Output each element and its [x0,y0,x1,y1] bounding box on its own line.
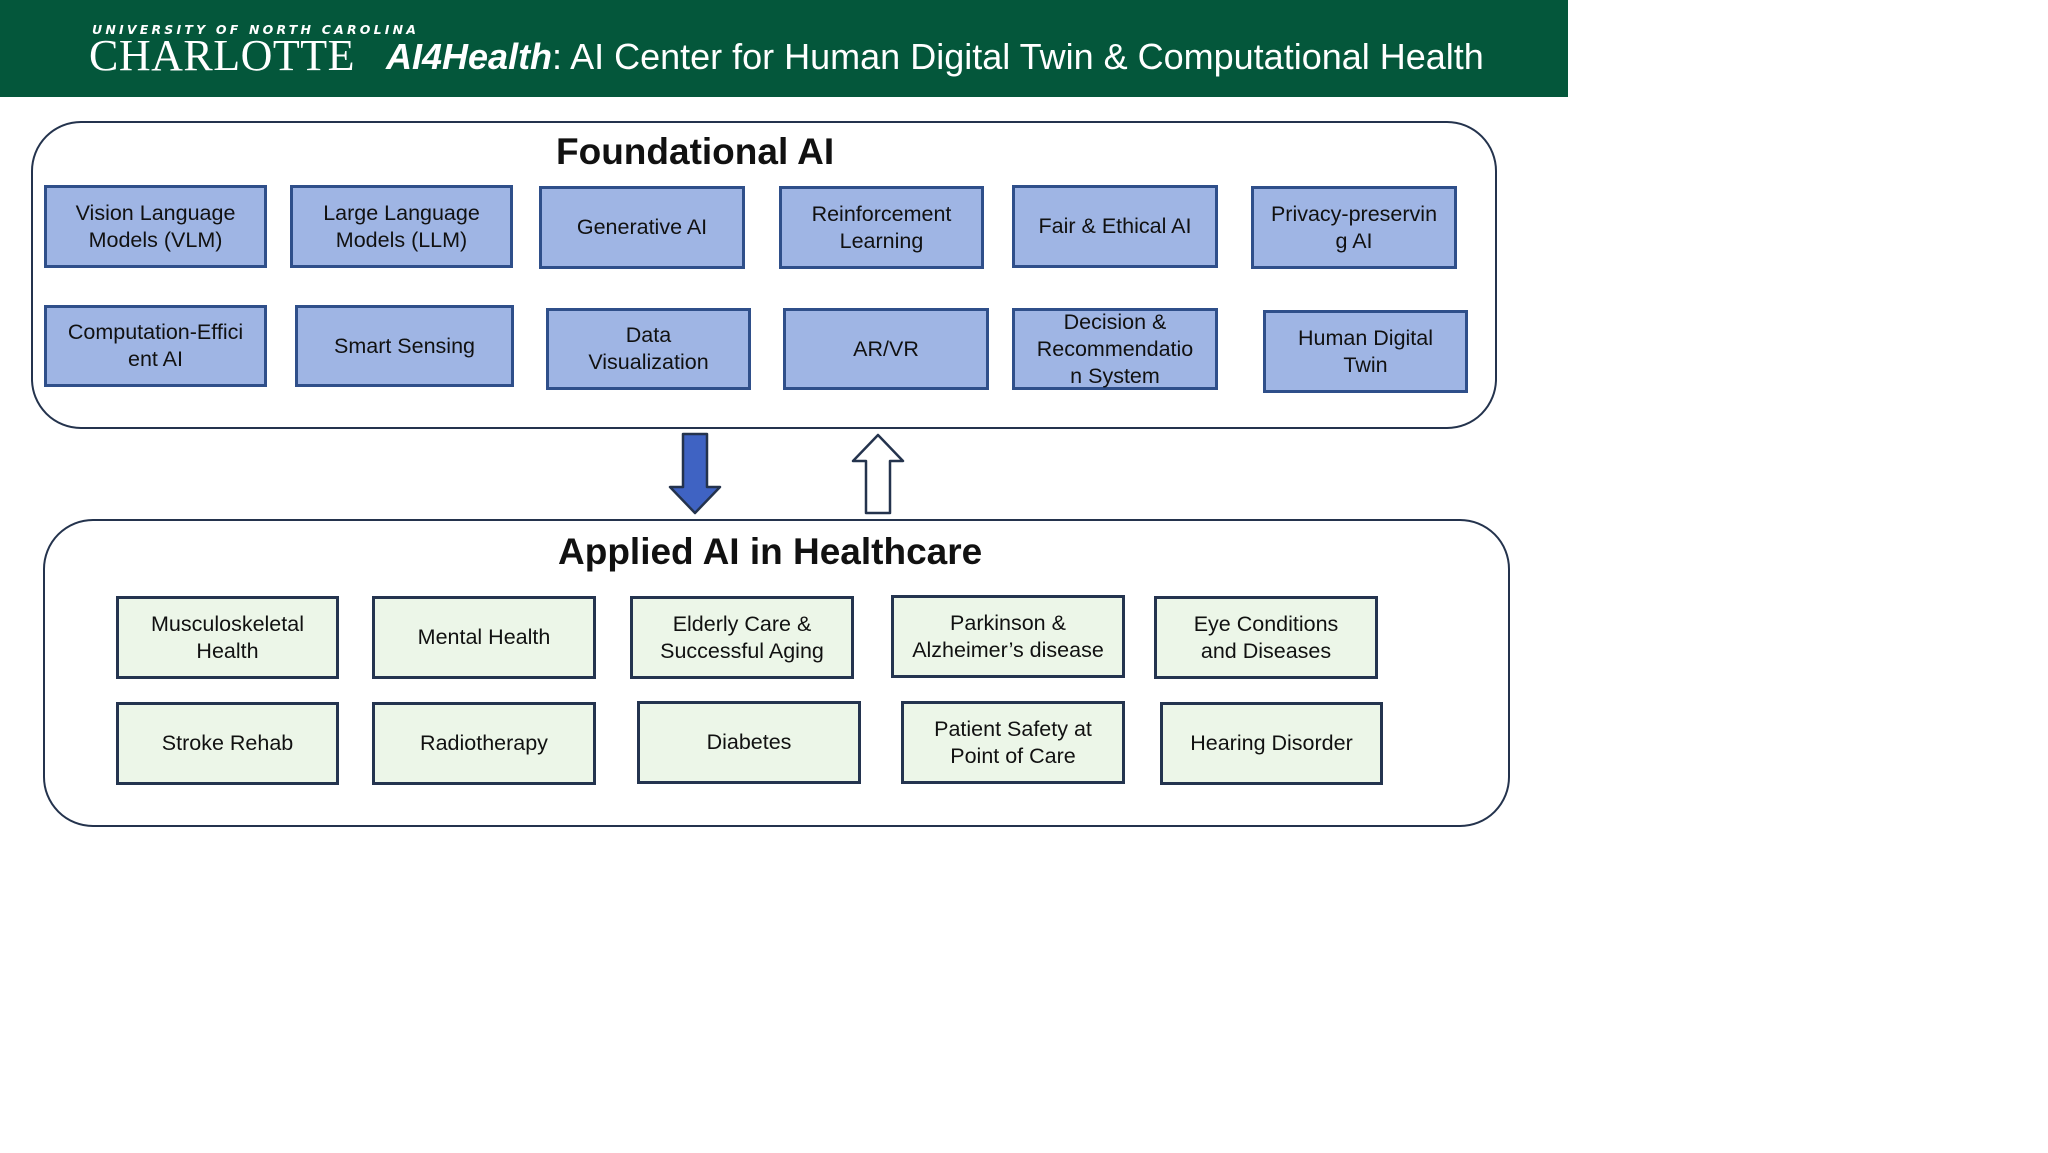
applied-box-patient-safety: Patient Safety at Point of Care [901,701,1125,784]
foundational-box-decision-recommendation: Decision & Recommendatio n System [1012,308,1218,390]
foundational-box-privacy-preserving-ai: Privacy-preservin g AI [1251,186,1457,269]
header-banner: UNIVERSITY OF NORTH CAROLINA CHARLOTTE A… [0,0,1568,97]
foundational-box-vlm: Vision Language Models (VLM) [44,185,267,268]
applied-box-eye-conditions: Eye Conditions and Diseases [1154,596,1378,679]
foundational-box-data-visualization: Data Visualization [546,308,751,390]
applied-box-elderly-care: Elderly Care & Successful Aging [630,596,854,679]
arrow-up-shape [851,433,905,515]
foundational-ai-panel [31,121,1497,429]
applied-box-radiotherapy: Radiotherapy [372,702,596,785]
foundational-box-reinforcement-learning: Reinforcement Learning [779,186,984,269]
arrow-down-shape [668,432,722,515]
foundational-ai-title: Foundational AI [556,131,835,172]
applied-box-mental-health: Mental Health [372,596,596,679]
title-brand: AI4Health [386,36,553,77]
applied-box-diabetes: Diabetes [637,701,861,784]
applied-box-parkinson-alzheimers: Parkinson & Alzheimer’s disease [891,595,1125,678]
foundational-box-ar-vr: AR/VR [783,308,989,390]
applied-box-musculoskeletal-health: Musculoskeletal Health [116,596,339,679]
applied-ai-title: Applied AI in Healthcare [558,531,983,572]
university-line: UNIVERSITY OF NORTH CAROLINA [92,22,420,37]
foundational-box-smart-sensing: Smart Sensing [295,305,514,387]
arrow-down-icon [668,432,722,515]
arrow-up-icon [851,433,905,515]
foundational-box-llm: Large Language Models (LLM) [290,185,513,268]
applied-box-hearing-disorder: Hearing Disorder [1160,702,1383,785]
applied-box-stroke-rehab: Stroke Rehab [116,702,339,785]
foundational-box-computation-efficient-ai: Computation-Effici ent AI [44,305,267,387]
foundational-box-human-digital-twin: Human Digital Twin [1263,310,1468,393]
foundational-box-generative-ai: Generative AI [539,186,745,269]
title-rest: : AI Center for Human Digital Twin & Com… [552,36,1484,77]
university-logo-text: CHARLOTTE [89,31,356,80]
foundational-box-fair-ethical-ai: Fair & Ethical AI [1012,185,1218,268]
page-title: AI4Health: AI Center for Human Digital T… [386,35,1484,79]
